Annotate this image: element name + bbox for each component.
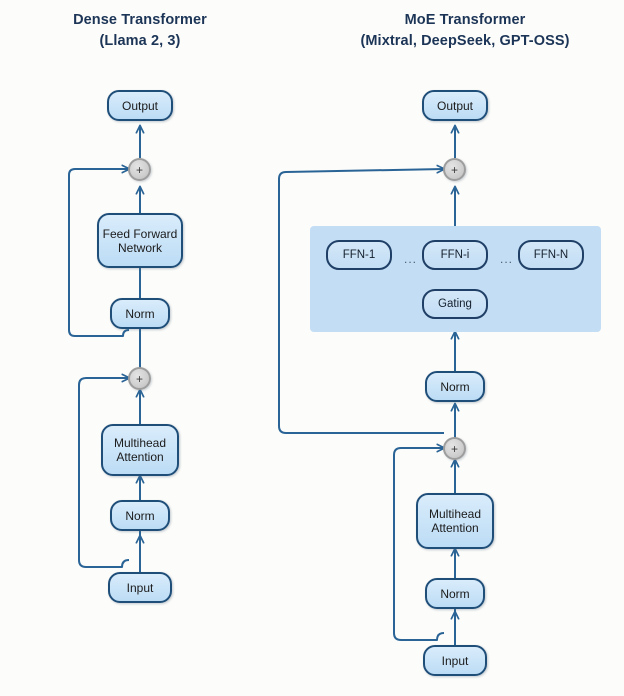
expert-ffn-first-label: FFN-1 bbox=[342, 249, 376, 261]
right-norm-bottom-node[interactable]: Norm bbox=[425, 578, 485, 609]
right-title-line-2: (Mixtral, DeepSeek, GPT-OSS) bbox=[360, 33, 570, 49]
left-title-line-1: Dense Transformer bbox=[73, 12, 207, 28]
left-norm-top-label: Norm bbox=[125, 306, 155, 321]
right-residual-add-top[interactable]: + bbox=[443, 158, 466, 181]
left-ffn-label: Feed Forward Network bbox=[103, 227, 178, 255]
left-plus-bottom-label: + bbox=[135, 371, 143, 386]
right-diagram-title: MoE Transformer (Mixtral, DeepSeek, GPT-… bbox=[330, 10, 600, 52]
left-ffn-label-line-1: Feed Forward bbox=[102, 226, 178, 241]
left-input-node[interactable]: Input bbox=[108, 572, 172, 603]
expert-ffn-middle-label: FFN-i bbox=[440, 249, 470, 261]
left-multihead-attention-node[interactable]: Multihead Attention bbox=[101, 424, 179, 476]
expert-ffn-last-label: FFN-N bbox=[533, 249, 569, 261]
right-attention-label: Multihead Attention bbox=[429, 507, 481, 535]
right-output-node[interactable]: Output bbox=[422, 90, 488, 121]
right-residual-add-bottom[interactable]: + bbox=[443, 437, 466, 460]
left-input-label: Input bbox=[126, 580, 154, 595]
left-norm-bottom-label: Norm bbox=[125, 508, 155, 523]
right-norm-top-label: Norm bbox=[440, 379, 470, 394]
right-multihead-attention-node[interactable]: Multihead Attention bbox=[416, 493, 494, 549]
right-output-label: Output bbox=[436, 98, 474, 113]
left-diagram-title: Dense Transformer (Llama 2, 3) bbox=[20, 10, 260, 52]
left-attention-label: Multihead Attention bbox=[114, 436, 166, 464]
right-attention-label-line-2: Attention bbox=[431, 521, 479, 535]
left-residual-add-top[interactable]: + bbox=[128, 158, 151, 181]
right-norm-top-node[interactable]: Norm bbox=[425, 371, 485, 402]
left-ffn-label-line-2: Network bbox=[117, 240, 162, 255]
gating-label: Gating bbox=[438, 298, 472, 310]
expert-ellipsis-left: ... bbox=[404, 252, 418, 266]
gating-node[interactable]: Gating bbox=[422, 289, 488, 319]
left-feed-forward-network-node[interactable]: Feed Forward Network bbox=[97, 213, 183, 268]
expert-ellipsis-right: ... bbox=[500, 252, 514, 266]
expert-ffn-first[interactable]: FFN-1 bbox=[326, 240, 392, 270]
left-plus-top-label: + bbox=[135, 162, 143, 177]
right-input-node[interactable]: Input bbox=[423, 645, 487, 676]
left-norm-bottom-node[interactable]: Norm bbox=[110, 500, 170, 531]
left-attention-label-line-2: Attention bbox=[116, 450, 164, 464]
right-plus-top-label: + bbox=[450, 162, 458, 177]
expert-ffn-last[interactable]: FFN-N bbox=[518, 240, 584, 270]
left-output-node[interactable]: Output bbox=[107, 90, 173, 121]
right-attention-label-line-1: Multihead bbox=[428, 507, 482, 521]
left-norm-top-node[interactable]: Norm bbox=[110, 298, 170, 329]
moe-expert-panel: FFN-1 ... FFN-i ... FFN-N Gating bbox=[310, 226, 601, 332]
left-title-line-2: (Llama 2, 3) bbox=[99, 33, 181, 49]
left-residual-add-bottom[interactable]: + bbox=[128, 367, 151, 390]
right-title-line-1: MoE Transformer bbox=[404, 12, 526, 28]
expert-ffn-middle[interactable]: FFN-i bbox=[422, 240, 488, 270]
right-input-label: Input bbox=[441, 653, 469, 668]
right-plus-bottom-label: + bbox=[450, 441, 458, 456]
left-output-label: Output bbox=[121, 98, 159, 113]
right-norm-bottom-label: Norm bbox=[440, 586, 470, 601]
left-attention-label-line-1: Multihead bbox=[113, 436, 167, 450]
